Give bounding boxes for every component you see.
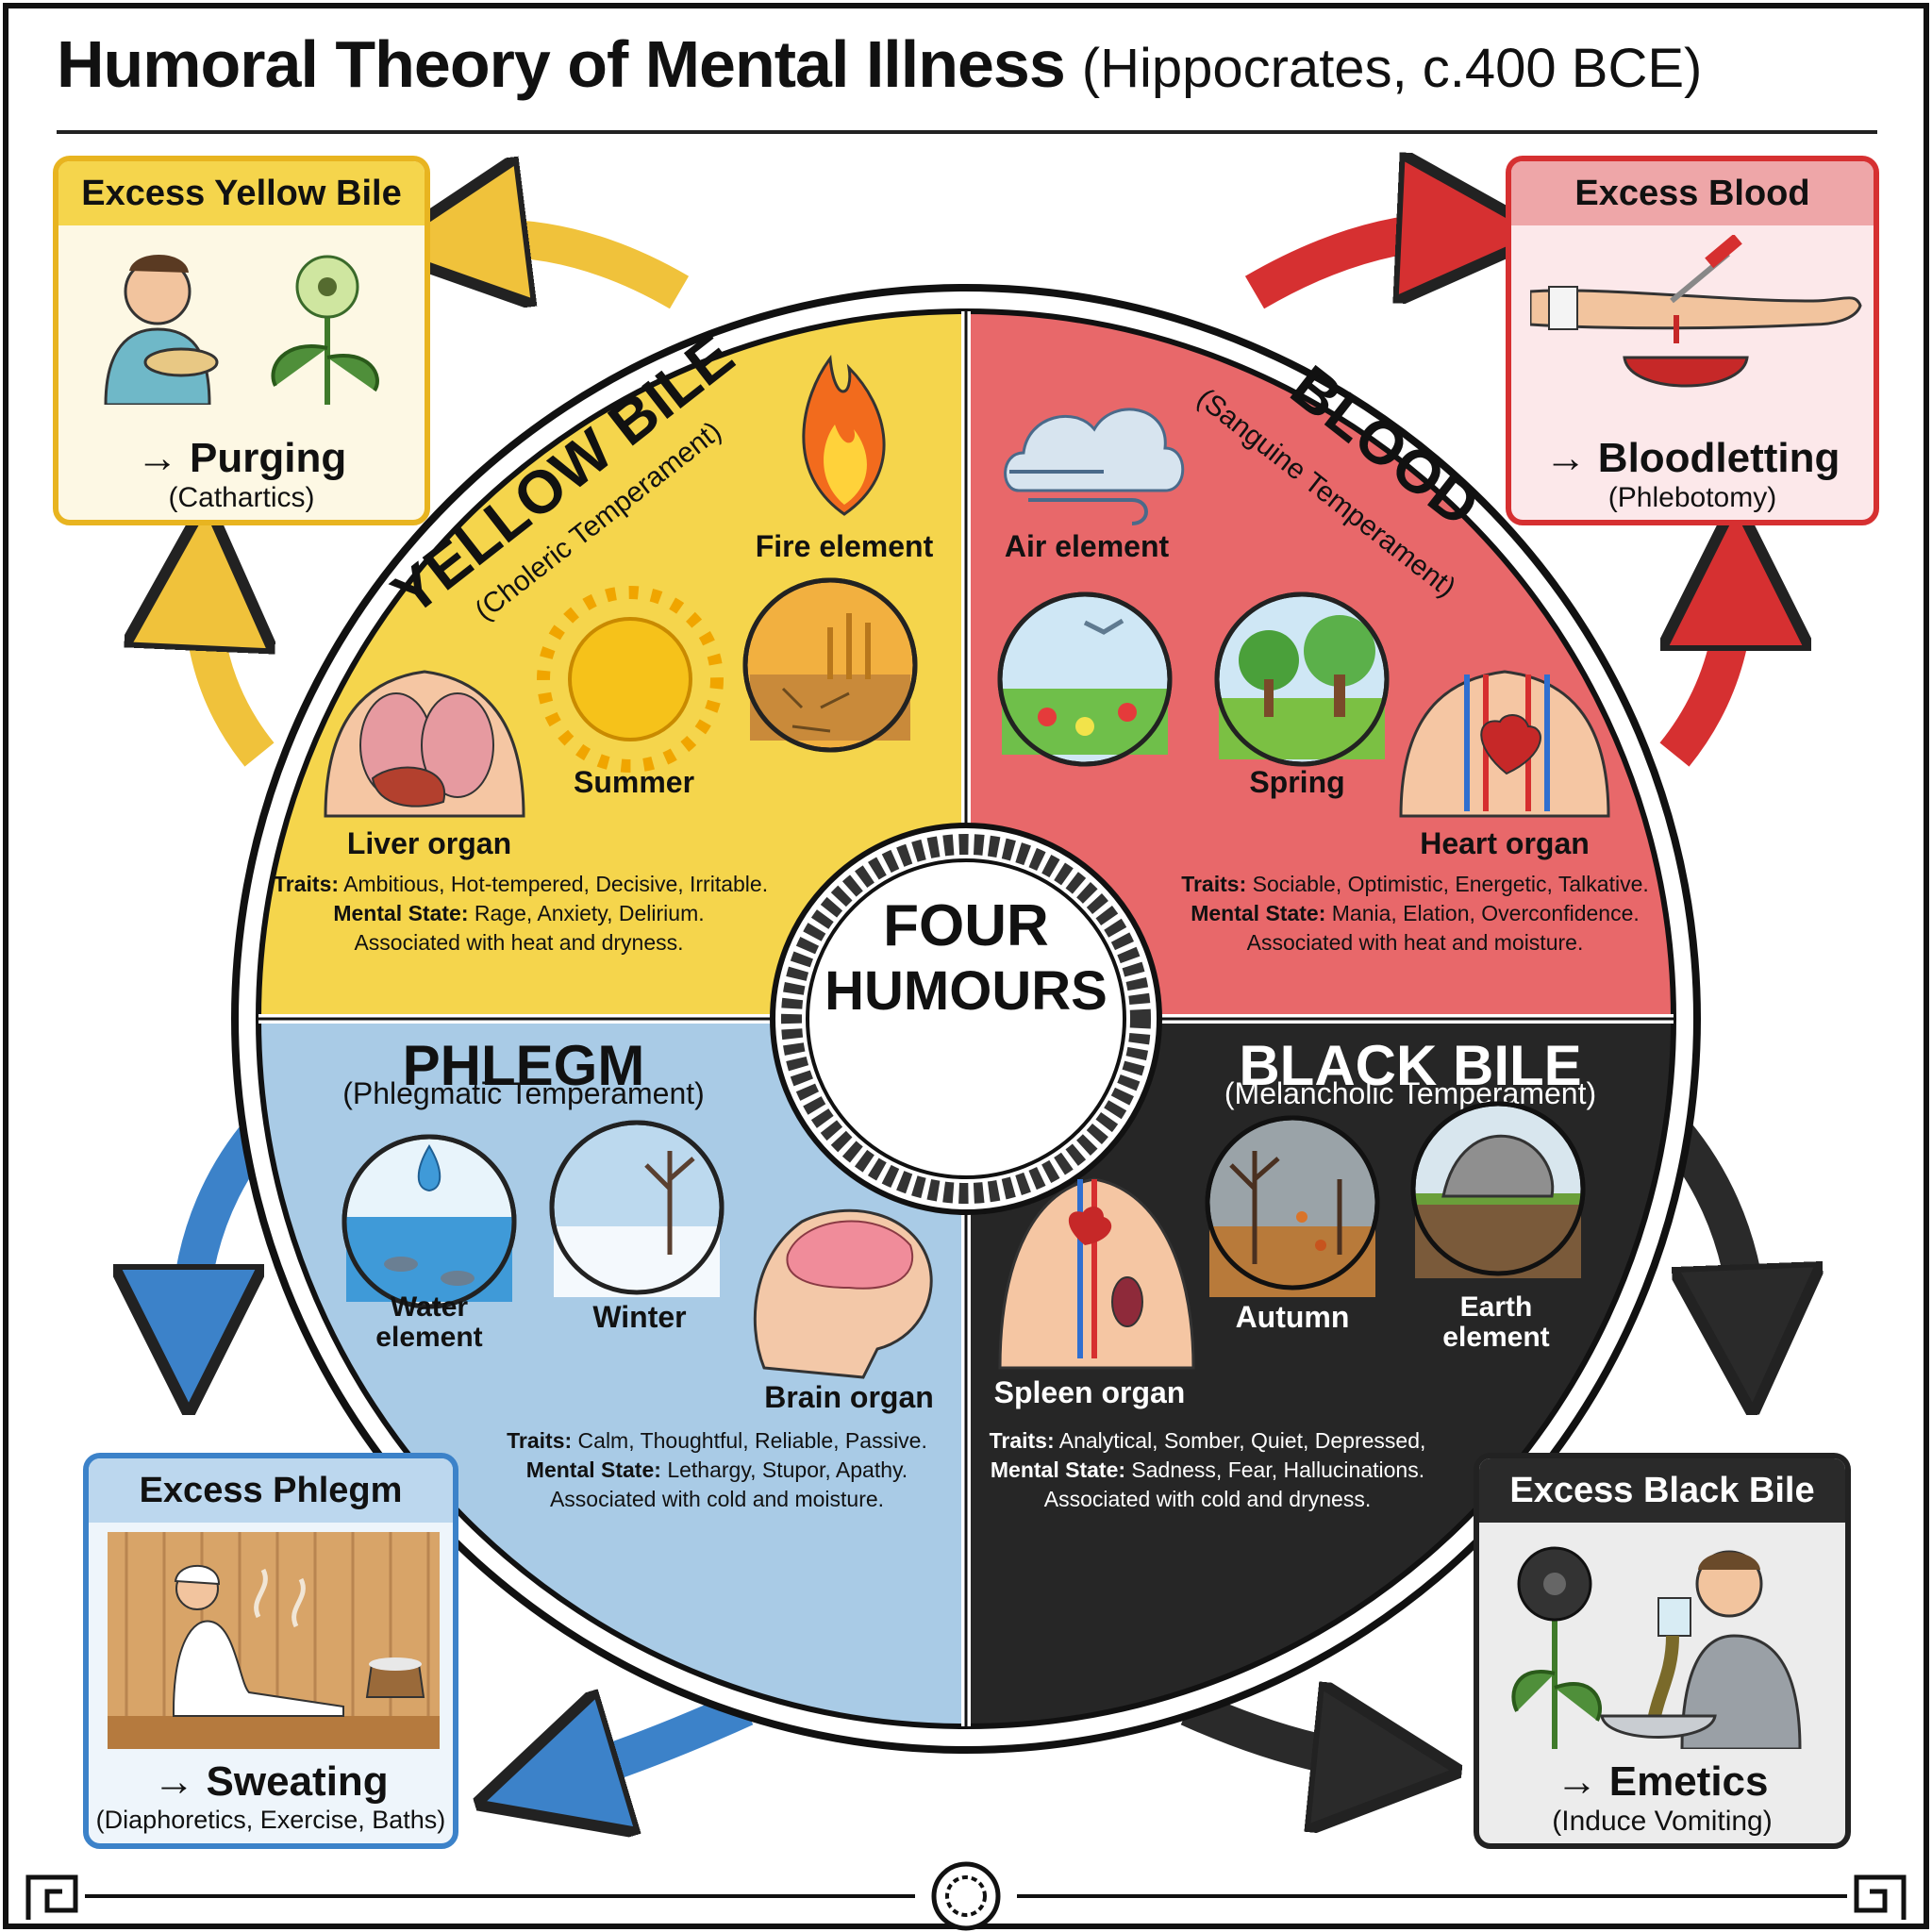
sauna-illustration [108,1532,440,1749]
treatment-phlegm-header: Excess Phlegm [89,1458,453,1523]
phlegm-organ: Brain organ [764,1380,934,1414]
treatment-black-label: → Emetics [1556,1758,1769,1805]
phlegm-temperament: (Phlegmatic Temperament) [342,1076,705,1110]
treatment-blood-detail: (Phlebotomy) [1607,482,1777,513]
purging-illustration [104,254,379,405]
treatment-yellow-header: Excess Yellow Bile [58,161,425,225]
heart-organ-icon [1399,670,1610,818]
water-icon [341,1134,517,1309]
treatment-blood-label: → Bloodletting [1544,435,1840,481]
yellow-season: Summer [574,765,694,799]
black-traits: Traits: Analytical, Somber, Quiet, Depre… [989,1428,1426,1511]
greek-key-corner-right [1854,1874,1907,1920]
black-season: Autumn [1236,1300,1350,1334]
yellow-arrow-left [203,575,259,767]
treatment-box-phlegm: Excess Phlegm → Sweating (Diaphoretics, … [83,1453,458,1849]
treatment-black-detail: (Induce Vomiting) [1552,1806,1773,1837]
bottom-ornament [931,1861,1001,1931]
red-arrow-right [1659,575,1736,767]
brain-organ-icon [753,1208,933,1379]
yellow-traits: Traits: Ambitious, Hot-tempered, Decisiv… [274,872,769,955]
blood-organ: Heart organ [1420,826,1590,860]
yellow-organ: Liver organ [347,826,511,860]
black-element-line1: Earth [1460,1291,1533,1323]
treatment-blood-header: Excess Blood [1511,161,1874,225]
winter-tree-icon [549,1120,724,1297]
black-element-line2: element [1442,1322,1549,1353]
liver-organ-icon [324,670,525,818]
autumn-tree-icon [1205,1115,1380,1297]
phlegm-name: PHLEGM [403,1034,645,1097]
spring-trees-icon [1214,591,1390,767]
red-arrow-top [1244,231,1472,292]
page-title: Humoral Theory of Mental Illness (Hippoc… [57,26,1887,130]
phlegm-element-line2: element [375,1322,482,1353]
blood-traits: Traits: Sociable, Optimistic, Energetic,… [1181,872,1649,955]
treatment-yellow-detail: (Cathartics) [168,482,315,513]
treatment-phlegm-detail: (Diaphoretics, Exercise, Baths) [95,1806,446,1834]
center-line1: FOUR [883,893,1049,958]
treatment-box-black: Excess Black Bile → Emetics (Induce Vomi… [1474,1453,1851,1849]
blood-season: Spring [1249,765,1344,799]
black-temperament: (Melancholic Temperament) [1224,1076,1596,1110]
black-arrow-bottom [1180,1707,1387,1764]
blood-element: Air element [1005,529,1170,563]
black-name: BLACK BILE [1239,1034,1581,1097]
air-cloud-icon [1004,408,1185,525]
fire-icon [802,355,886,516]
meadow-bird-icon [997,591,1173,767]
black-arrow-right [1659,1120,1750,1340]
treatment-box-blood: Excess Blood → Bloodletting (Phlebotomy) [1506,156,1879,525]
treatment-box-yellow: Excess Yellow Bile → Purging (Cathartics… [53,156,430,525]
yellow-arrow-top [453,238,690,292]
title-divider [57,130,1877,134]
phlegm-traits: Traits: Calm, Thoughtful, Reliable, Pass… [507,1428,927,1511]
title-main: Humoral Theory of Mental Illness [57,27,1066,101]
sun-icon [537,586,724,773]
treatment-yellow-label: → Purging [136,435,347,481]
dry-field-icon [742,577,918,753]
bloodletting-illustration [1530,235,1862,388]
treatment-phlegm-label: → Sweating [153,1758,389,1805]
blue-arrow-bottom [547,1707,754,1783]
title-subtitle: (Hippocrates, c.400 BCE) [1081,38,1703,99]
spleen-organ-icon [998,1177,1195,1370]
earth-rock-icon [1410,1101,1586,1278]
phlegm-season: Winter [592,1300,686,1334]
phlegm-element-line1: Water [391,1291,469,1323]
black-organ: Spleen organ [994,1375,1186,1409]
yellow-element: Fire element [756,529,934,563]
center-line2: HUMOURS [824,960,1108,1022]
blue-arrow-left [189,1120,275,1340]
treatment-black-header: Excess Black Bile [1479,1458,1845,1523]
emetics-illustration [1511,1546,1802,1749]
greek-key-corner-left [25,1874,78,1920]
